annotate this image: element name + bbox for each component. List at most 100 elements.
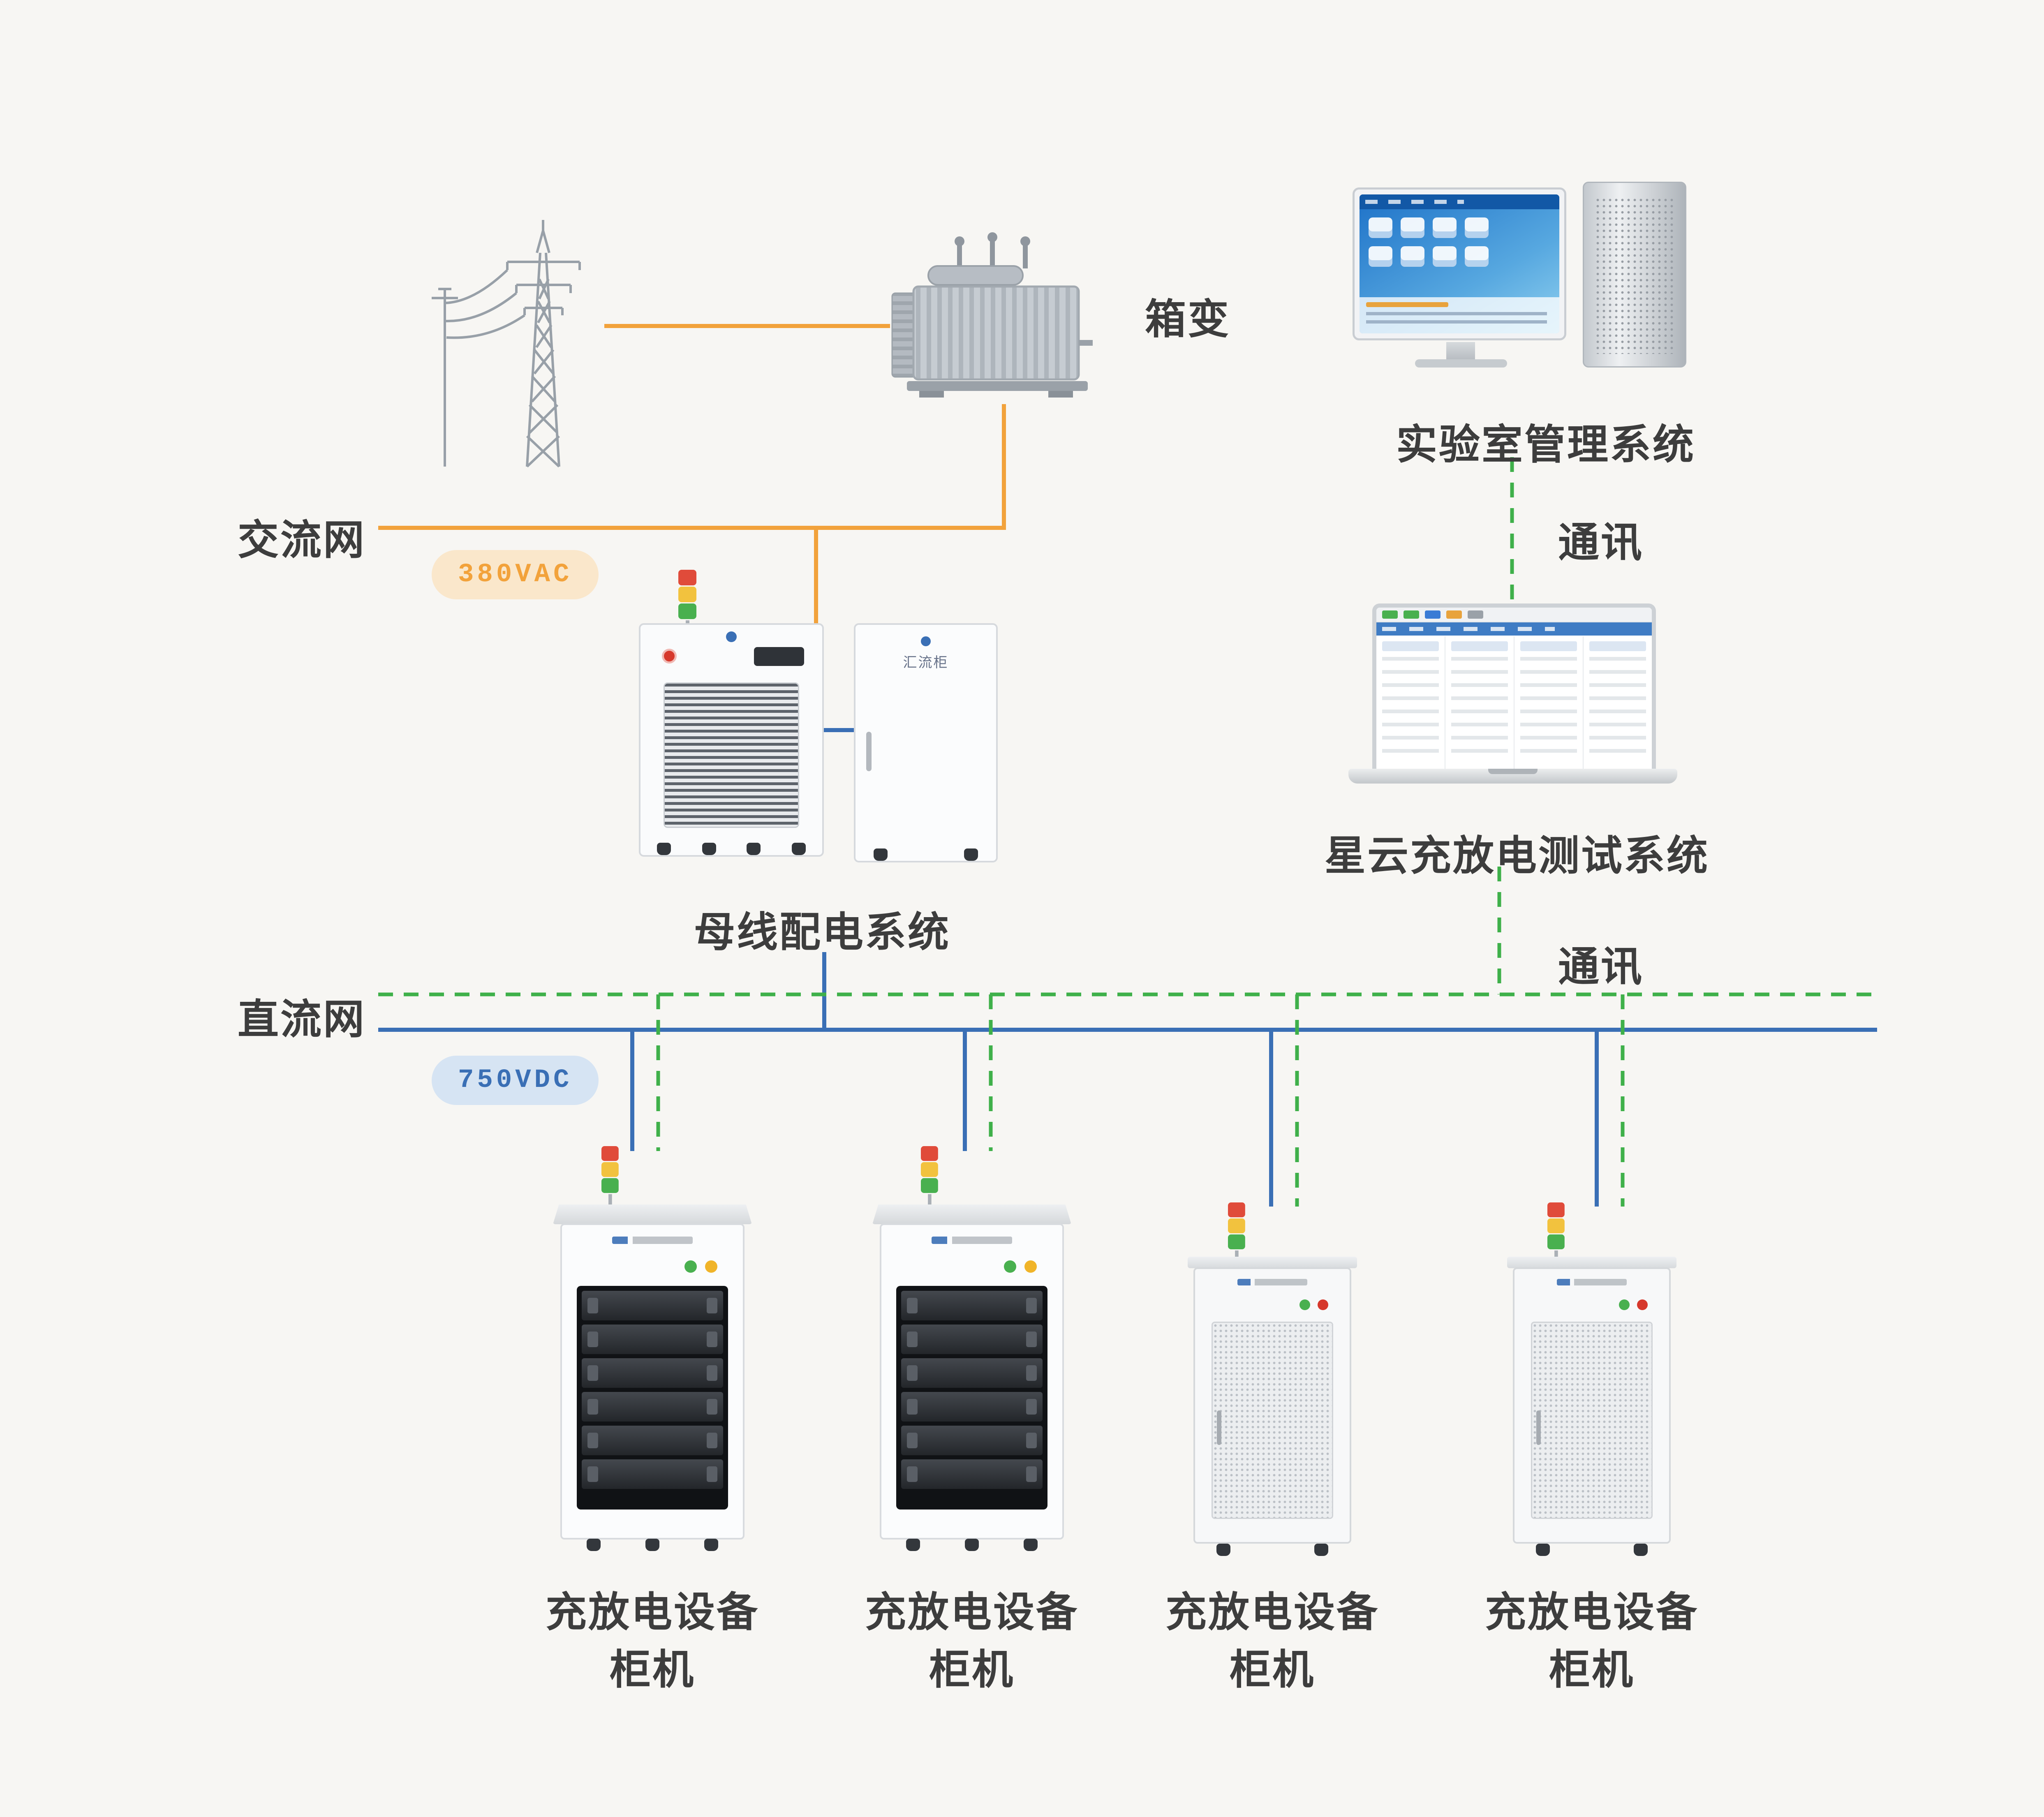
cabinet-roof — [1188, 1257, 1357, 1268]
desktop-screen-statusbar — [1360, 297, 1559, 333]
laptop-app-header — [1376, 622, 1652, 636]
cabinet-3-label: 充放电设备 柜机 — [1165, 1584, 1379, 1699]
door-handle — [1536, 1410, 1541, 1445]
cabinet-4-label: 充放电设备 柜机 — [1485, 1584, 1699, 1699]
laptop-data-columns — [1376, 636, 1652, 769]
perforated-door — [1212, 1322, 1333, 1519]
charge-discharge-cabinet-1 — [553, 1146, 752, 1551]
cabinet-2-label-line2: 柜机 — [929, 1647, 1015, 1693]
laptop-toolbar — [1376, 608, 1652, 622]
module-rack — [577, 1286, 728, 1510]
transformer-label: 箱变 — [1145, 296, 1230, 342]
vent-grille — [664, 682, 799, 828]
monitor-stand — [1446, 342, 1475, 360]
busbar-cabinet-body — [639, 623, 824, 857]
cabinet-roof — [1507, 1257, 1676, 1268]
door-handle — [866, 732, 872, 771]
busbar-system-label: 母线配电系统 — [694, 909, 950, 955]
desktop-screen-titlebar — [1360, 194, 1559, 209]
brand-logo-icon — [1557, 1279, 1627, 1285]
comm-label-top: 通讯 — [1558, 520, 1644, 566]
signal-tower-lamp-icon — [678, 570, 696, 638]
transformer-icon — [884, 220, 1120, 411]
module-rack — [896, 1286, 1047, 1510]
laptop-notch — [1488, 769, 1538, 774]
cabinet-4-label-line2: 柜机 — [1549, 1647, 1635, 1693]
charge-discharge-cabinet-3 — [1188, 1202, 1357, 1556]
indicator-yellow-icon — [705, 1260, 717, 1273]
brand-logo-icon — [921, 636, 931, 646]
caster-wheel — [1536, 1544, 1550, 1556]
caster-wheel — [1634, 1544, 1648, 1556]
cabinet-1-label-line1: 充放电设备 — [546, 1589, 759, 1635]
ac-voltage-badge: 380VAC — [432, 550, 599, 599]
caster-wheel — [747, 843, 761, 855]
cabinet-2-label-line1: 充放电设备 — [865, 1589, 1079, 1635]
cabinet-body — [560, 1223, 745, 1540]
transmission-tower-icon — [419, 191, 621, 471]
indicator-red-icon — [1318, 1299, 1328, 1310]
lab-system-label: 实验室管理系统 — [1396, 422, 1695, 468]
desktop-monitor — [1353, 187, 1566, 340]
monitor-base — [1415, 359, 1507, 368]
cabinet-3-label-line2: 柜机 — [1230, 1647, 1315, 1693]
indicator-green-icon — [1619, 1299, 1630, 1310]
caster-wheel — [792, 843, 806, 855]
busbar-collector-cabinet: 汇流柜 — [854, 623, 998, 868]
cabinet-4-label-line1: 充放电设备 — [1485, 1589, 1699, 1635]
busbar-distribution-cabinet — [639, 570, 824, 862]
cabinet-1-label-line2: 柜机 — [610, 1647, 695, 1693]
brand-logo-icon — [1237, 1279, 1307, 1285]
cabinet-1-label: 充放电设备 柜机 — [546, 1584, 759, 1699]
desktop-screen-icons — [1369, 217, 1489, 267]
comm-label-bottom: 通讯 — [1558, 944, 1644, 990]
cabinet-display — [754, 647, 804, 666]
caster-wheel — [874, 848, 888, 861]
computer-tower — [1583, 182, 1686, 368]
signal-tower-lamp-icon — [601, 1146, 619, 1211]
lab-management-workstation — [1353, 182, 1690, 378]
caster-wheel — [645, 1539, 659, 1551]
caster-wheel — [1024, 1539, 1038, 1551]
brand-logo-icon — [932, 1237, 1012, 1244]
caster-wheel — [657, 843, 671, 855]
cabinet-body — [880, 1223, 1064, 1540]
caster-wheel — [702, 843, 716, 855]
cabinet-body — [1193, 1267, 1351, 1544]
dc-voltage-badge: 750VDC — [432, 1056, 599, 1105]
charge-discharge-cabinet-4 — [1507, 1202, 1676, 1556]
tower-perforation — [1595, 197, 1674, 354]
collector-cabinet-label: 汇流柜 — [903, 655, 949, 670]
cabinet-body — [1513, 1267, 1671, 1544]
caster-wheel — [964, 848, 978, 861]
cabinet-2-label: 充放电设备 柜机 — [865, 1584, 1079, 1699]
cabinet-roof — [553, 1204, 752, 1224]
indicator-yellow-icon — [1024, 1260, 1037, 1273]
charge-discharge-cabinet-2 — [872, 1146, 1071, 1551]
indicator-green-icon — [684, 1260, 697, 1273]
caster-wheel — [906, 1539, 920, 1551]
ac-network-label: 交流网 — [238, 517, 366, 563]
cabinet-roof — [872, 1204, 1071, 1224]
indicator-red-icon — [1637, 1299, 1648, 1310]
signal-tower-lamp-icon — [921, 1146, 938, 1211]
laptop-screen — [1372, 603, 1656, 769]
brand-logo-icon — [612, 1237, 693, 1244]
communication-lines — [378, 457, 1877, 1207]
door-handle — [1217, 1410, 1221, 1445]
perforated-door — [1531, 1322, 1653, 1519]
ac-power-lines — [378, 324, 1006, 625]
indicator-green-icon — [1299, 1299, 1310, 1310]
emergency-stop-button-icon — [662, 649, 677, 663]
caster-wheel — [1216, 1544, 1230, 1556]
brand-logo-icon — [726, 631, 737, 642]
cabinet-3-label-line1: 充放电设备 — [1165, 1589, 1379, 1635]
caster-wheel — [965, 1539, 979, 1551]
indicator-green-icon — [1004, 1260, 1016, 1273]
caster-wheel — [704, 1539, 718, 1551]
caster-wheel — [587, 1539, 601, 1551]
test-system-laptop — [1348, 603, 1677, 788]
dc-network-label: 直流网 — [238, 996, 366, 1043]
